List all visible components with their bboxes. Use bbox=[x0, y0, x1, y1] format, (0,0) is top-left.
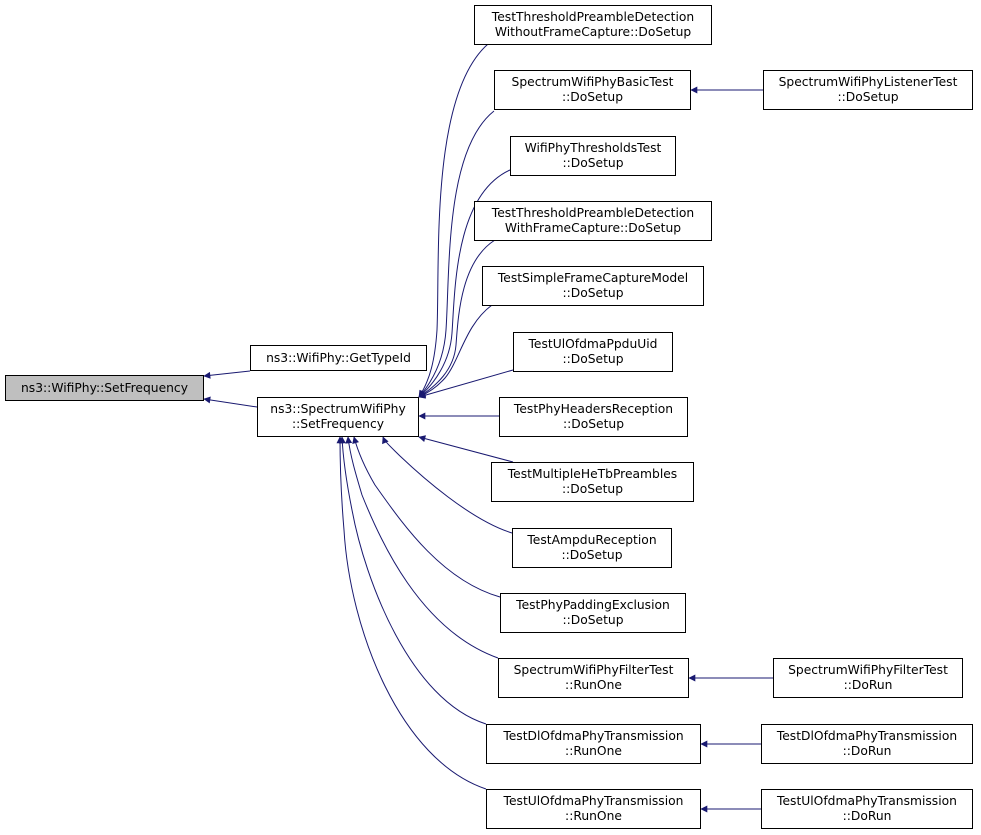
node-testdlofdmaphytransmission-runone[interactable]: TestDlOfdmaPhyTransmission ::RunOne bbox=[486, 724, 701, 764]
node-testsimpleframecapturemodel-dosetup[interactable]: TestSimpleFrameCaptureModel ::DoSetup bbox=[482, 266, 704, 306]
node-label-line: ::DoSetup bbox=[562, 156, 624, 170]
node-label-line: ::DoSetup bbox=[561, 548, 623, 562]
edge-filter-run-to-spectrum bbox=[345, 436, 499, 659]
node-label-line: TestUlOfdmaPhyTransmission bbox=[503, 794, 684, 808]
edge-ampdu-to-spectrum bbox=[382, 436, 513, 534]
node-label-line: TestAmpduReception bbox=[527, 533, 657, 547]
edge-spectrum-to-root bbox=[203, 396, 258, 408]
node-testthresholdpreambledetection-withframecapture[interactable]: TestThresholdPreambleDetection WithFrame… bbox=[474, 201, 712, 241]
node-spectrumwifiphylistenertest-dosetup[interactable]: SpectrumWifiPhyListenerTest ::DoSetup bbox=[763, 70, 973, 110]
edge-thresh-w-to-spectrum bbox=[418, 239, 496, 398]
node-label-line: WifiPhyThresholdsTest bbox=[524, 141, 662, 155]
node-testulofdmappduuid-dosetup[interactable]: TestUlOfdmaPpduUid ::DoSetup bbox=[513, 332, 673, 372]
edge-dl-run-to-spectrum bbox=[338, 436, 487, 725]
edge-thresholds-to-spectrum bbox=[418, 169, 511, 398]
node-label-line: TestThresholdPreambleDetection bbox=[491, 206, 695, 220]
node-label-line: ::DoSetup bbox=[562, 417, 625, 431]
node-label-line: ::DoSetup bbox=[562, 613, 624, 627]
node-label-line: ::DoSetup bbox=[562, 352, 624, 366]
node-label-line: ::DoRun bbox=[842, 809, 892, 823]
node-label-line: ns3::WifiPhy::GetTypeId bbox=[266, 350, 411, 365]
node-label-line: ::SetFrequency bbox=[291, 417, 384, 431]
edge-thresh-wo-to-spectrum bbox=[418, 43, 489, 398]
node-spectrumwifiphy-setfrequency[interactable]: ns3::SpectrumWifiPhy ::SetFrequency bbox=[257, 397, 419, 437]
node-label-line: TestUlOfdmaPpduUid bbox=[528, 337, 658, 351]
node-label-line: ::DoSetup bbox=[561, 482, 624, 496]
node-label-line: ::RunOne bbox=[565, 809, 622, 823]
node-testulofdmaphytransmission-runone[interactable]: TestUlOfdmaPhyTransmission ::RunOne bbox=[486, 789, 701, 829]
node-testulofdmaphytransmission-dorun[interactable]: TestUlOfdmaPhyTransmission ::DoRun bbox=[761, 789, 973, 829]
node-testphypaddingexclusion-dosetup[interactable]: TestPhyPaddingExclusion ::DoSetup bbox=[500, 593, 686, 633]
edge-gettypeid-to-root bbox=[203, 370, 251, 379]
node-label-line: ::DoSetup bbox=[561, 90, 624, 104]
node-testdlofdmaphytransmission-dorun[interactable]: TestDlOfdmaPhyTransmission ::DoRun bbox=[761, 724, 973, 764]
node-testmultiplehetbpreambles-dosetup[interactable]: TestMultipleHeTbPreambles ::DoSetup bbox=[491, 462, 694, 502]
edge-simple-to-spectrum bbox=[418, 304, 493, 398]
node-label-line: SpectrumWifiPhyBasicTest bbox=[511, 75, 674, 89]
node-label-line: TestPhyHeadersReception bbox=[513, 402, 674, 416]
edge-basic-to-spectrum bbox=[418, 110, 495, 398]
node-label-line: TestSimpleFrameCaptureModel bbox=[497, 271, 689, 285]
node-wifiphythresholdstest-dosetup[interactable]: WifiPhyThresholdsTest ::DoSetup bbox=[510, 136, 676, 176]
node-label-line: ::DoRun bbox=[843, 678, 893, 692]
node-wifiphy-setfrequency: ns3::WifiPhy::SetFrequency bbox=[5, 375, 204, 401]
node-label-line: SpectrumWifiPhyListenerTest bbox=[778, 75, 958, 89]
node-label-line: TestThresholdPreambleDetection bbox=[491, 10, 695, 24]
node-label-line: WithoutFrameCapture::DoSetup bbox=[494, 25, 692, 39]
node-wifiphy-gettypeid[interactable]: ns3::WifiPhy::GetTypeId bbox=[250, 345, 427, 371]
node-label-line: ::RunOne bbox=[565, 678, 622, 692]
node-label-line: ::DoSetup bbox=[562, 286, 624, 300]
node-label-line: TestMultipleHeTbPreambles bbox=[507, 467, 678, 481]
edge-multiple-to-spectrum bbox=[418, 435, 514, 463]
node-spectrumwifiphybasictest-dosetup[interactable]: SpectrumWifiPhyBasicTest ::DoSetup bbox=[494, 70, 691, 110]
node-label-line: ns3::SpectrumWifiPhy bbox=[270, 402, 406, 416]
node-label-line: WithFrameCapture::DoSetup bbox=[504, 221, 682, 235]
node-label-line: TestPhyPaddingExclusion bbox=[516, 598, 670, 612]
node-label-line: ns3::WifiPhy::SetFrequency bbox=[21, 380, 188, 395]
node-label-line: TestDlOfdmaPhyTransmission bbox=[503, 729, 684, 743]
node-label-line: TestUlOfdmaPhyTransmission bbox=[777, 794, 957, 808]
node-label-line: TestDlOfdmaPhyTransmission bbox=[776, 729, 958, 743]
node-label-line: ::DoSetup bbox=[837, 90, 899, 104]
node-spectrumwifiphyfiltertest-runone[interactable]: SpectrumWifiPhyFilterTest ::RunOne bbox=[498, 658, 689, 698]
node-testthresholdpreambledetection-withoutframecapture[interactable]: TestThresholdPreambleDetection WithoutFr… bbox=[474, 5, 712, 45]
node-label-line: SpectrumWifiPhyFilterTest bbox=[513, 663, 674, 677]
node-label-line: SpectrumWifiPhyFilterTest bbox=[788, 663, 948, 677]
node-label-line: ::DoRun bbox=[842, 744, 892, 758]
edge-ulppdu-to-spectrum bbox=[418, 369, 514, 399]
node-testphyheadersreception-dosetup[interactable]: TestPhyHeadersReception ::DoSetup bbox=[499, 397, 688, 437]
node-spectrumwifiphyfiltertest-dorun[interactable]: SpectrumWifiPhyFilterTest ::DoRun bbox=[773, 658, 963, 698]
node-label-line: ::RunOne bbox=[565, 744, 622, 758]
edge-padding-to-spectrum bbox=[352, 436, 501, 598]
node-testampdureception-dosetup[interactable]: TestAmpduReception ::DoSetup bbox=[512, 528, 672, 568]
edge-ul-run-to-spectrum bbox=[336, 436, 487, 790]
